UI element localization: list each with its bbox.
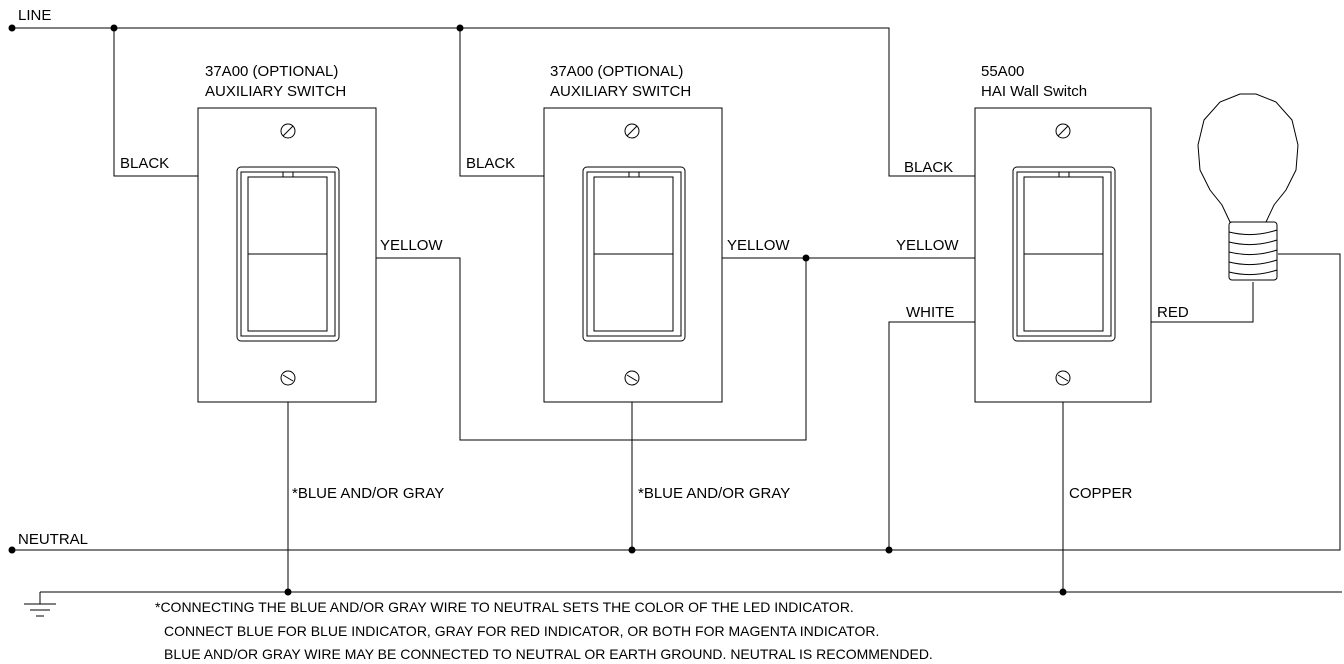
switch-3-model: 55A00 <box>981 63 1024 80</box>
junction-dot <box>110 24 118 32</box>
switch-2-model: 37A00 (OPTIONAL) <box>550 63 683 80</box>
screw-icon <box>624 123 640 139</box>
yellow-traveler-wire <box>376 254 975 441</box>
switch-3-type: HAI Wall Switch <box>981 83 1087 100</box>
light-bulb-icon <box>1197 93 1299 281</box>
rocker-paddle <box>582 166 686 342</box>
switch-2-type: AUXILIARY SWITCH <box>550 83 691 100</box>
hai-wall-switch <box>974 107 1152 403</box>
switch-3-white-label: WHITE <box>906 304 954 321</box>
switch-2-led-label: *BLUE AND/OR GRAY <box>638 485 790 502</box>
switch-1-yellow-label: YELLOW <box>380 237 443 254</box>
neutral-wire <box>8 253 1341 554</box>
switch-2-black-label: BLACK <box>466 155 515 172</box>
wall-plate <box>197 107 377 403</box>
note-line-1: *CONNECTING THE BLUE AND/OR GRAY WIRE TO… <box>155 599 854 615</box>
switch-3-red-label: RED <box>1157 304 1189 321</box>
auxiliary-switch-1 <box>197 107 377 403</box>
switch-1-model: 37A00 (OPTIONAL) <box>205 63 338 80</box>
screw-icon <box>1055 123 1071 139</box>
rocker-paddle <box>236 166 340 342</box>
wall-plate <box>543 107 723 403</box>
screw-icon <box>280 370 296 386</box>
screw-icon <box>624 370 640 386</box>
wall-plate <box>974 107 1152 403</box>
switch-3-yellow-label: YELLOW <box>896 237 959 254</box>
screw-icon <box>280 123 296 139</box>
switch-3-black-label: BLACK <box>904 159 953 176</box>
neutral-label: NEUTRAL <box>18 531 88 548</box>
junction-dot <box>802 254 810 262</box>
note-line-3: BLUE AND/OR GRAY WIRE MAY BE CONNECTED T… <box>164 646 933 662</box>
switch-3-copper-label: COPPER <box>1069 485 1133 502</box>
junction-dot <box>885 546 893 554</box>
junction-dot <box>456 24 464 32</box>
neutral-terminal-dot <box>8 546 16 554</box>
switch-1-black-label: BLACK <box>120 155 169 172</box>
line-terminal-dot <box>8 24 16 32</box>
rocker-paddle <box>1012 166 1116 342</box>
line-label: LINE <box>18 7 51 24</box>
note-line-2: CONNECT BLUE FOR BLUE INDICATOR, GRAY FO… <box>164 623 879 639</box>
red-wire <box>1151 282 1254 323</box>
line-wire <box>8 24 975 177</box>
switch-1-led-label: *BLUE AND/OR GRAY <box>292 485 444 502</box>
switch-2-yellow-label: YELLOW <box>727 237 790 254</box>
switch-1-type: AUXILIARY SWITCH <box>205 83 346 100</box>
auxiliary-switch-2 <box>543 107 723 403</box>
screw-icon <box>1055 370 1071 386</box>
